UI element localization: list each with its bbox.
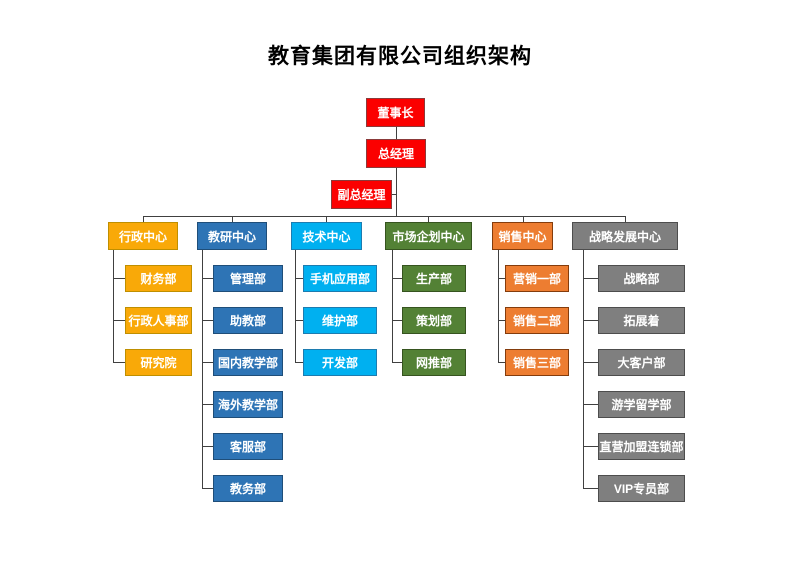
org-node-dept: 直营加盟连锁部 <box>598 433 685 460</box>
org-node-dept: 营销一部 <box>505 265 569 292</box>
connector-child-stub <box>498 278 505 279</box>
connector-hang-vline <box>583 250 584 488</box>
connector-main-vline <box>396 127 397 217</box>
connector-division-stub <box>428 216 429 223</box>
connector-child-stub <box>202 320 213 321</box>
connector-child-stub <box>392 362 402 363</box>
org-node-dept: 生产部 <box>402 265 466 292</box>
org-node-dept: VIP专员部 <box>598 475 685 502</box>
connector-child-stub <box>295 362 303 363</box>
connector-child-stub <box>498 320 505 321</box>
org-node-division-teaching: 教研中心 <box>197 222 267 250</box>
connector-child-stub <box>583 404 598 405</box>
connector-child-stub <box>583 278 598 279</box>
connector-child-stub <box>202 446 213 447</box>
org-node-dept: 销售三部 <box>505 349 569 376</box>
org-node-deputy-general-manager: 副总经理 <box>331 180 392 209</box>
org-node-dept: 战略部 <box>598 265 685 292</box>
org-node-dept: 大客户部 <box>598 349 685 376</box>
connector-division-stub <box>232 216 233 223</box>
connector-child-stub <box>202 278 213 279</box>
org-node-division-sales: 销售中心 <box>492 222 553 250</box>
page-title: 教育集团有限公司组织架构 <box>268 45 532 68</box>
org-node-general-manager: 总经理 <box>366 139 426 168</box>
org-node-dept: 管理部 <box>213 265 283 292</box>
connector-division-stub <box>523 216 524 223</box>
org-node-dept: 行政人事部 <box>125 307 192 334</box>
connector-child-stub <box>392 320 402 321</box>
org-node-dept: 手机应用部 <box>303 265 377 292</box>
connector-hang-vline <box>498 250 499 362</box>
connector-division-stub <box>625 216 626 223</box>
org-node-division-tech: 技术中心 <box>291 222 362 250</box>
connector-child-stub <box>113 320 125 321</box>
org-node-dept: 教务部 <box>213 475 283 502</box>
connector-child-stub <box>202 488 213 489</box>
org-node-chairman: 董事长 <box>366 98 425 127</box>
connector-child-stub <box>295 320 303 321</box>
org-node-dept: 网推部 <box>402 349 466 376</box>
connector-child-stub <box>202 404 213 405</box>
org-node-division-strategy: 战略发展中心 <box>572 222 678 250</box>
connector-hang-vline <box>295 250 296 362</box>
connector-child-stub <box>583 320 598 321</box>
connector-child-stub <box>583 446 598 447</box>
org-node-dept: 客服部 <box>213 433 283 460</box>
org-node-dept: 助教部 <box>213 307 283 334</box>
connector-child-stub <box>392 278 402 279</box>
org-node-dept: 财务部 <box>125 265 192 292</box>
connector-hang-vline <box>392 250 393 362</box>
connector-division-stub <box>326 216 327 223</box>
connector-child-stub <box>113 278 125 279</box>
org-node-dept: 研究院 <box>125 349 192 376</box>
org-node-dept: 开发部 <box>303 349 377 376</box>
connector-child-stub <box>498 362 505 363</box>
connector-hang-vline <box>202 250 203 488</box>
org-node-division-admin: 行政中心 <box>108 222 178 250</box>
org-node-dept: 销售二部 <box>505 307 569 334</box>
org-node-dept: 游学留学部 <box>598 391 685 418</box>
connector-deputy-stub <box>391 194 397 195</box>
connector-child-stub <box>202 362 213 363</box>
org-node-dept: 维护部 <box>303 307 377 334</box>
org-node-division-marketing: 市场企划中心 <box>385 222 472 250</box>
connector-top-hline <box>143 216 626 217</box>
connector-child-stub <box>583 362 598 363</box>
connector-child-stub <box>295 278 303 279</box>
connector-child-stub <box>113 362 125 363</box>
org-node-dept: 拓展着 <box>598 307 685 334</box>
org-node-dept: 策划部 <box>402 307 466 334</box>
connector-child-stub <box>583 488 598 489</box>
org-node-dept: 海外教学部 <box>213 391 283 418</box>
org-node-dept: 国内教学部 <box>213 349 283 376</box>
connector-hang-vline <box>113 250 114 362</box>
connector-division-stub <box>143 216 144 223</box>
